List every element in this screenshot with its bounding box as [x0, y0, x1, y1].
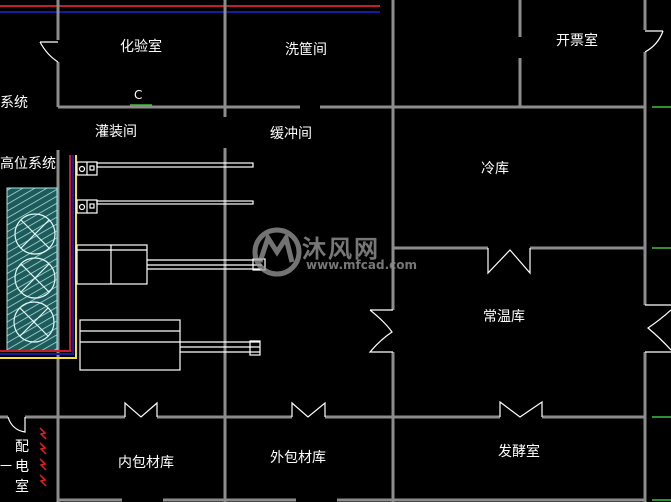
- room-label-cold-storage: 冷库: [481, 161, 509, 177]
- room-label-ticket: 开票室: [556, 33, 598, 49]
- room-label-inner-pack: 内包材库: [118, 455, 174, 471]
- room-label-filling: 灌装间: [95, 124, 137, 140]
- green-markers: [130, 104, 671, 501]
- filling-equipment: [76, 161, 266, 371]
- system-label: 系统: [0, 95, 28, 111]
- power-room-char-2: 电: [15, 459, 29, 475]
- electric-symbols: [39, 427, 47, 487]
- room-label-ambient-storage: 常温库: [483, 309, 525, 325]
- power-room-char-3: 室: [15, 479, 29, 495]
- doors: [7, 30, 671, 433]
- watermark-brand: 沐风网: [302, 235, 380, 263]
- watermark-url: www.mfcad.com: [306, 258, 417, 272]
- room-label-fermentation: 发酵室: [498, 444, 540, 460]
- room-label-lab: 化验室: [120, 39, 162, 55]
- walls: [0, 0, 647, 502]
- high-system-label: 高位系统: [0, 156, 56, 172]
- room-label-buffer: 缓冲间: [270, 126, 312, 142]
- power-room-dash: 一: [0, 459, 13, 473]
- room-label-tube-wash: 洗筐间: [285, 42, 327, 58]
- high-system-tank: [0, 155, 77, 359]
- watermark-logo-icon: [252, 227, 302, 277]
- top-pipes: [0, 5, 380, 13]
- marker-c: C: [134, 88, 143, 102]
- power-room-char-1: 配: [15, 439, 29, 455]
- room-label-outer-pack: 外包材库: [270, 450, 326, 466]
